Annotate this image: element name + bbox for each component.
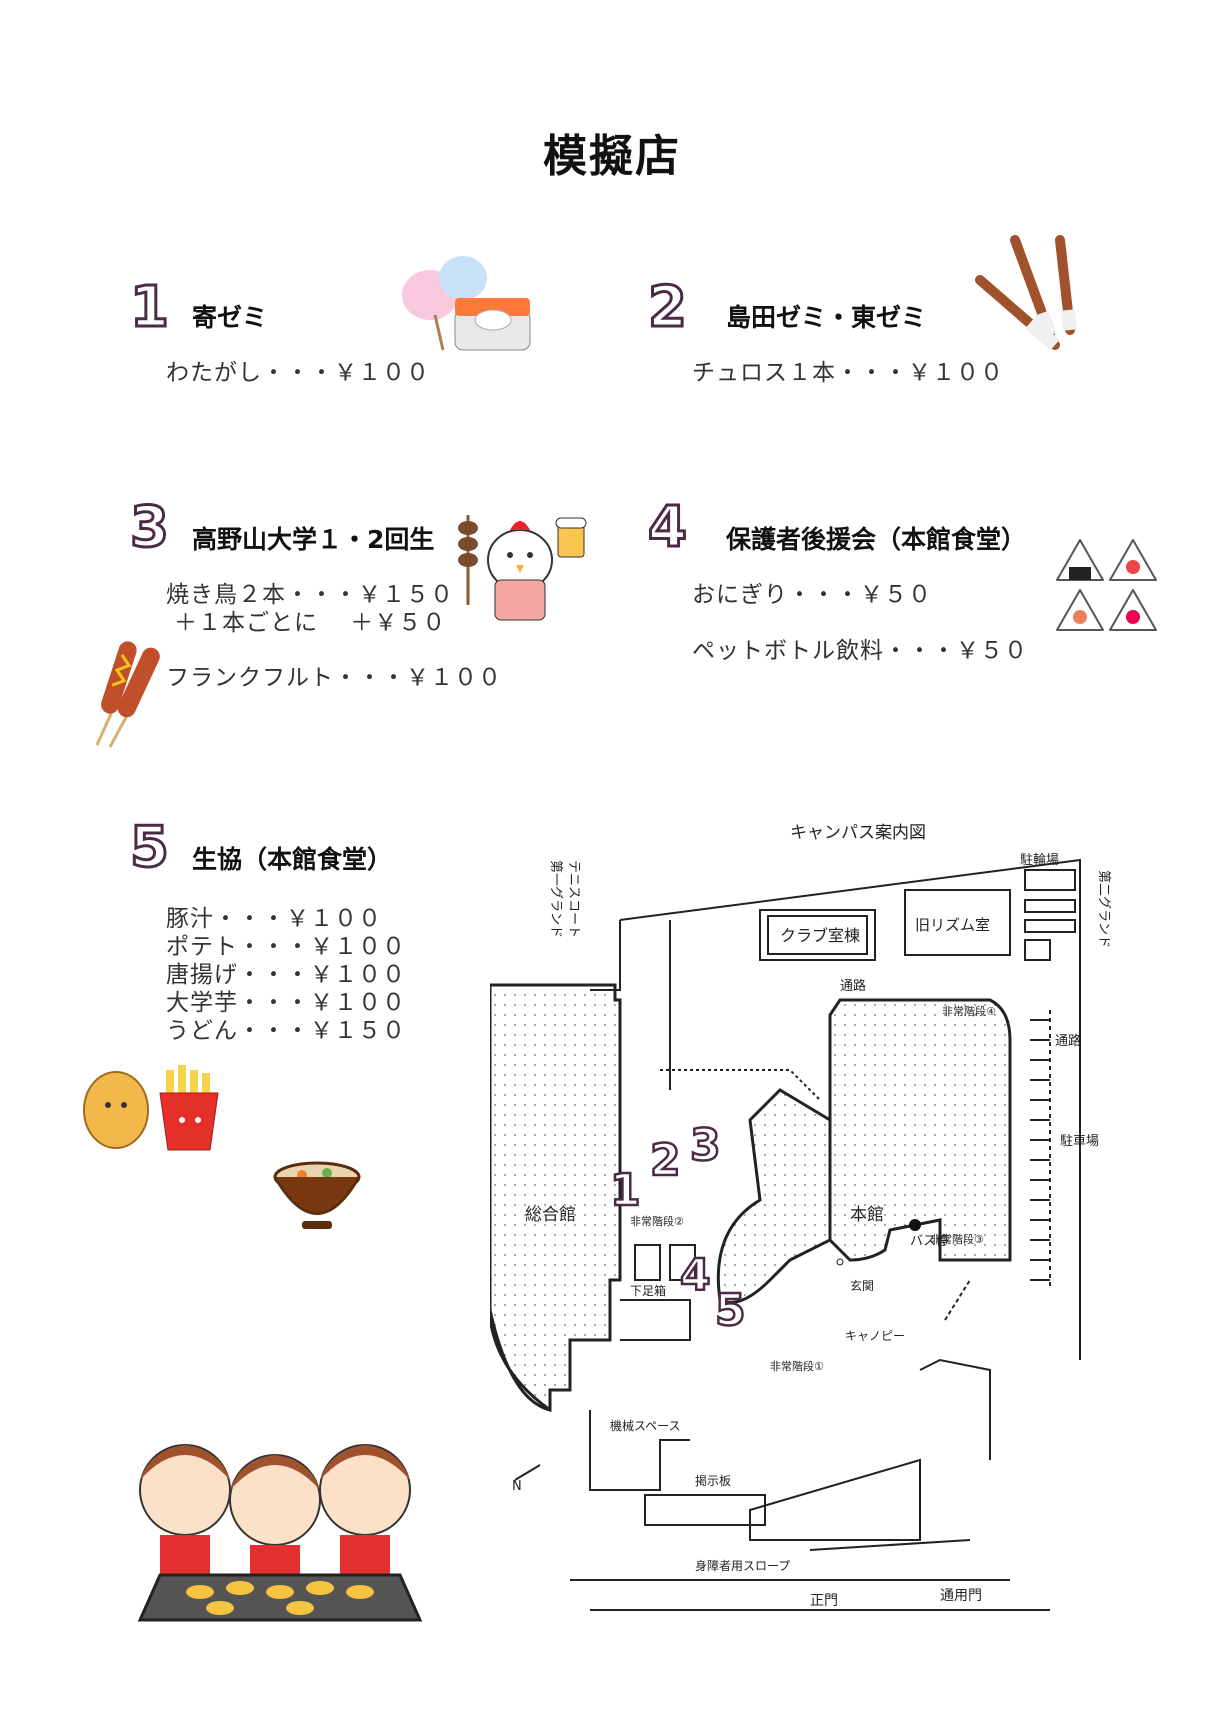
shop-1-item-1: わたがし・・・￥１００ [166,360,430,386]
tonjiru-bowl-illustration [273,1161,361,1229]
map-label-entrance: 玄関 [850,1278,874,1293]
shop-5-item-4: 大学芋・・・￥１００ [166,990,406,1016]
map-label-machine: 機械スペース [610,1418,681,1433]
map-marker-2: 2 [650,1135,681,1186]
shop-3-item-2: ＋１本ごとに ＋￥５０ [174,610,447,636]
shop-5-item-5: うどん・・・￥１５０ [166,1018,406,1044]
yakitori-chicken-illustration [458,515,587,621]
map-label-rhythm: 旧リズム室 [915,916,990,934]
campus-map: テニスコート 第一グランド 第二グランド 駐輪場 クラブ室棟 旧リズム室 通路 … [490,852,1111,1611]
cotton-candy-illustration [402,256,531,351]
map-label-ground2: 第二グランド [1096,870,1111,948]
map-label-stairs4: 非常階段④ [942,1004,996,1018]
map-marker-1: 1 [610,1165,641,1216]
map-marker-4: 4 [680,1250,711,1301]
frankfurt-illustration [95,641,160,748]
map-label-ground1: 第一グランド [548,860,563,938]
map-label-sogo: 総合館 [525,1205,576,1225]
shop-5-item-2: ポテト・・・￥１００ [166,934,406,960]
map-label-honkan: 本館 [850,1205,884,1225]
map-marker-3: 3 [690,1120,721,1171]
onigiri-illustration [1056,539,1157,631]
map-label-north: N [512,1479,522,1494]
shop-4-item-1: おにぎり・・・￥５０ [692,582,932,608]
map-label-passage1: 通路 [840,978,866,994]
map-label-parking: 駐車場 [1060,1134,1099,1149]
shop-5-item-1: 豚汁・・・￥１００ [166,906,382,932]
shop-name-2: 島田ゼミ・東ゼミ [726,303,927,332]
shop-number-5: 5 [129,815,171,880]
staff-cooking-illustration [137,1444,423,1622]
shop-name-5: 生協（本館食堂） [192,845,393,874]
shop-number-2: 2 [647,275,689,340]
shop-number-4: 4 [647,495,689,560]
shop-3-item-1: 焼き鳥２本・・・￥１５０ [166,582,454,608]
shop-2-item-1: チュロス１本・・・￥１００ [692,360,1004,386]
map-label-slope: 身障者用スロープ [695,1558,790,1573]
map-label-stairs3: 非常階段③ [930,1232,984,1246]
shop-name-3: 高野山大学１・2回生 [192,525,435,554]
campus-map-title: キャンパス案内図 [790,823,926,843]
map-label-club: クラブ室棟 [780,926,860,945]
map-label-main-gate: 正門 [810,1593,838,1609]
map-label-canopy: キャノピー [845,1329,905,1343]
map-label-stairs2: 非常階段② [630,1214,684,1228]
page-title: 模擬店 [543,131,681,182]
map-label-side-gate: 通用門 [940,1588,982,1604]
shop-4-item-2: ペットボトル飲料・・・￥５０ [692,638,1028,664]
potato-fries-illustration [83,1065,219,1151]
shop-name-4: 保護者後援会（本館食堂） [726,525,1027,554]
map-label-passage2: 通路 [1055,1033,1081,1049]
shop-number-1: 1 [129,275,171,340]
shop-3-item-3: フランクフルト・・・￥１００ [166,665,502,691]
map-label-shoebox: 下足箱 [630,1283,666,1298]
map-label-stairs1: 非常階段① [770,1359,824,1373]
map-label-bus: バス停 [910,1233,949,1249]
shop-5-item-3: 唐揚げ・・・￥１００ [166,962,406,988]
shop-name-1: 寄ゼミ [192,303,268,332]
map-label-tennis: テニスコート [566,860,581,938]
map-label-parking-bike: 駐輪場 [1020,852,1059,868]
churros-illustration [975,235,1077,350]
map-marker-5: 5 [715,1285,746,1336]
shop-number-3: 3 [129,495,171,560]
map-label-board: 掲示板 [695,1473,731,1488]
